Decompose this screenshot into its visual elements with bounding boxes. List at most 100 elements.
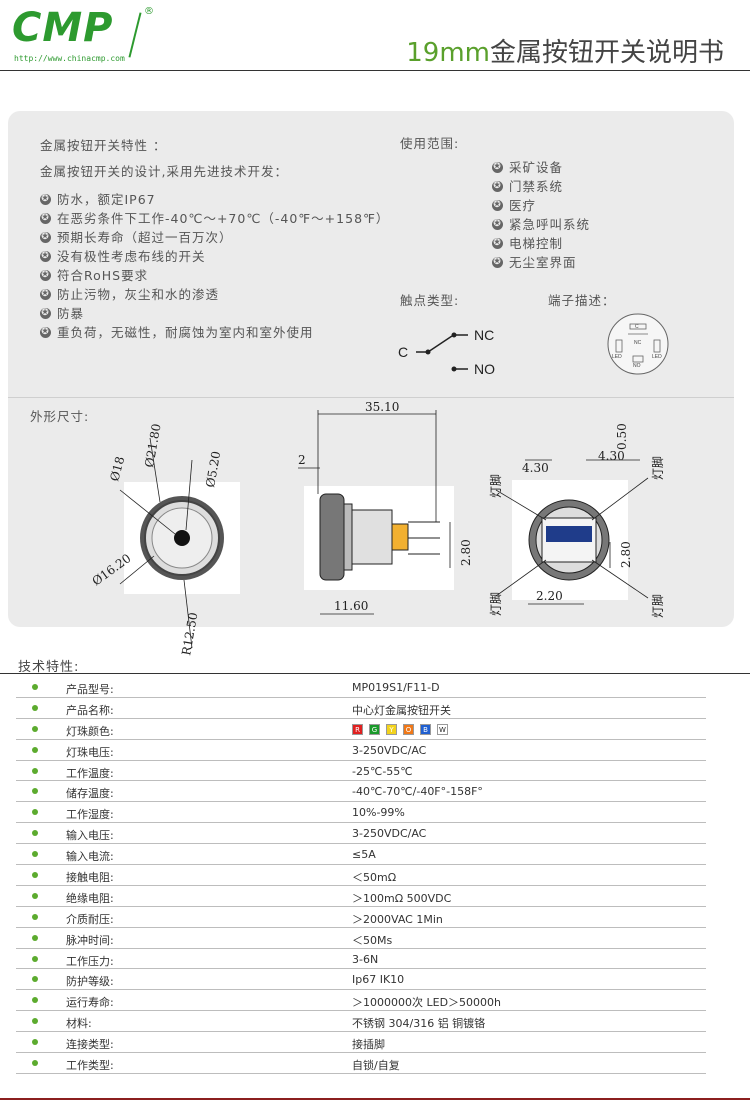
green-dot-icon xyxy=(32,1018,38,1025)
leader-line xyxy=(591,477,649,521)
side-contacts xyxy=(391,523,409,551)
table-row: 连接类型:接插脚 xyxy=(16,1032,706,1054)
spec-key: 灯珠颜色: xyxy=(66,724,114,738)
spec-value: ＜50mΩ xyxy=(352,871,397,885)
dim-d21: Ø21.80 xyxy=(142,423,163,469)
spec-value: -25℃-55℃ xyxy=(352,764,413,778)
spec-value: 不锈钢 304/316 铝 铜镀铬 xyxy=(352,1017,486,1031)
terminal-outline xyxy=(607,313,669,375)
usage-title: 使用范围: xyxy=(400,136,460,151)
green-dot-icon xyxy=(32,725,38,732)
list-item: ✪符合RoHS要求 xyxy=(40,268,149,283)
led-terminal-left xyxy=(615,339,623,353)
spec-key: 材料: xyxy=(66,1017,92,1031)
star-bullet-icon: ✪ xyxy=(40,251,51,262)
spec-title-rule xyxy=(0,673,750,674)
spec-key: 输入电流: xyxy=(66,850,114,864)
spec-value: 中心灯金属按钮开关 xyxy=(352,703,451,717)
dim-len2: 2 xyxy=(298,453,306,467)
green-dot-icon xyxy=(32,830,38,837)
green-dot-icon xyxy=(32,1060,38,1067)
spec-key: 工作温度: xyxy=(66,766,114,780)
spec-key: 工作压力: xyxy=(66,954,114,968)
no-terminal xyxy=(632,355,644,363)
green-dot-icon xyxy=(32,997,38,1004)
table-row: 工作温度: -25℃-55℃ xyxy=(16,761,706,782)
title-size: 19mm xyxy=(406,38,490,68)
logo-text: CMP xyxy=(12,5,114,51)
list-item: ✪采矿设备 xyxy=(492,160,564,175)
spec-key: 介质耐压: xyxy=(66,912,114,926)
spec-key: 储存温度: xyxy=(66,787,114,801)
list-item: ✪紧急呼叫系统 xyxy=(492,217,591,232)
dim-h280: 2.80 xyxy=(459,539,473,566)
list-item: ✪预期长寿命（超过一百万次） xyxy=(40,230,233,245)
star-bullet-icon: ✪ xyxy=(492,257,503,268)
leader-line xyxy=(591,559,649,599)
star-bullet-icon: ✪ xyxy=(40,289,51,300)
led-terminal-right xyxy=(653,339,661,353)
contact-type-label: 触点类型: xyxy=(400,293,460,308)
logo-url: http://www.chinacmp.com xyxy=(14,54,125,63)
table-row: 输入电流:≤5A xyxy=(16,844,706,866)
features-intro: 金属按钮开关的设计,采用先进技术开发： xyxy=(40,164,288,179)
dim-d18: Ø18 xyxy=(107,455,127,483)
front-view: Ø21.80 Ø18 Ø5.20 Ø16.20 R12.50 xyxy=(90,423,240,657)
spec-value: MP019S1/F11-D xyxy=(352,681,440,694)
spec-value: ＞1000000次 LED＞50000h xyxy=(352,996,501,1010)
star-bullet-icon: ✪ xyxy=(492,238,503,249)
spec-value: Ip67 IK10 xyxy=(352,973,405,987)
spec-value: 3-6N xyxy=(352,952,379,966)
star-bullet-icon: ✪ xyxy=(492,219,503,230)
table-row: 工作湿度:10%-99% xyxy=(16,802,706,824)
led-color-swatch: Y xyxy=(386,724,397,736)
table-row: 产品型号: MP019S1/F11-D xyxy=(16,677,706,698)
table-row: 绝缘电阻:＞100mΩ 500VDC xyxy=(16,886,706,907)
usage-list: ✪采矿设备 ✪门禁系统 ✪医疗 ✪紧急呼叫系统 ✪电梯控制 ✪无尘室界面 xyxy=(400,158,590,272)
nc-label: NC xyxy=(474,327,494,343)
green-dot-icon xyxy=(32,913,38,920)
table-row: 介质耐压:＞2000VAC 1Min xyxy=(16,907,706,928)
spec-key: 运行寿命: xyxy=(66,996,114,1010)
spec-key: 灯珠电压: xyxy=(66,745,114,759)
dim-t050: 0.50 xyxy=(615,423,629,450)
spec-key: 接触电阻: xyxy=(66,871,114,885)
title-text: 金属按钮开关说明书 xyxy=(489,38,724,68)
spec-key: 产品名称: xyxy=(66,703,114,717)
page-header: CMP ® http://www.chinacmp.com 19mm金属按钮开关… xyxy=(0,0,750,72)
spec-value: -40℃-70℃/-40F°-158F° xyxy=(352,785,483,799)
dim-w430b: 4.30 xyxy=(598,449,625,463)
star-bullet-icon: ✪ xyxy=(492,181,503,192)
table-row: 材料: 不锈钢 304/316 铝 铜镀铬 xyxy=(16,1011,706,1033)
dim-w430: 4.30 xyxy=(522,461,549,475)
table-row: 接触电阻: ＜50mΩ xyxy=(16,865,706,886)
spec-key: 产品型号: xyxy=(66,683,114,696)
green-dot-icon xyxy=(32,767,38,774)
spec-key: 工作类型: xyxy=(66,1059,114,1073)
green-dot-icon xyxy=(32,872,38,879)
list-item: ✪防止污物，灰尘和水的渗透 xyxy=(40,287,220,302)
list-item: ✪没有极性考虑布线的开关 xyxy=(40,249,206,264)
green-dot-icon xyxy=(32,1039,38,1046)
green-dot-icon xyxy=(32,851,38,858)
table-row: 产品名称: 中心灯金属按钮开关 xyxy=(16,698,706,719)
list-item: ✪重负荷，无磁性，耐腐蚀为室内和室外使用 xyxy=(40,325,314,340)
spec-key: 输入电压: xyxy=(66,829,114,843)
spec-value: 10%-99% xyxy=(352,806,405,820)
logo-registered-mark: ® xyxy=(144,6,154,17)
star-bullet-icon: ✪ xyxy=(492,200,503,211)
spec-value: ＜50Ms xyxy=(352,933,393,947)
terminal-description-label: 端子描述： xyxy=(548,293,616,308)
star-bullet-icon: ✪ xyxy=(40,194,51,205)
list-item: ✪无尘室界面 xyxy=(492,255,577,270)
star-bullet-icon: ✪ xyxy=(492,162,503,173)
features-section: 金属按钮开关特性 ： 金属按钮开关的设计,采用先进技术开发： ✪防水，额定IP6… xyxy=(40,138,400,342)
list-item: ✪在恶劣条件下工作-40℃～+70℃（-40℉～+158℉） xyxy=(40,211,390,226)
star-bullet-icon: ✪ xyxy=(40,270,51,281)
table-row: 运行寿命: ＞1000000次 LED＞50000h xyxy=(16,990,706,1012)
c-label: C xyxy=(398,344,408,360)
green-dot-icon xyxy=(32,684,38,690)
no-label: NO xyxy=(474,361,495,377)
side-nut xyxy=(343,503,353,571)
